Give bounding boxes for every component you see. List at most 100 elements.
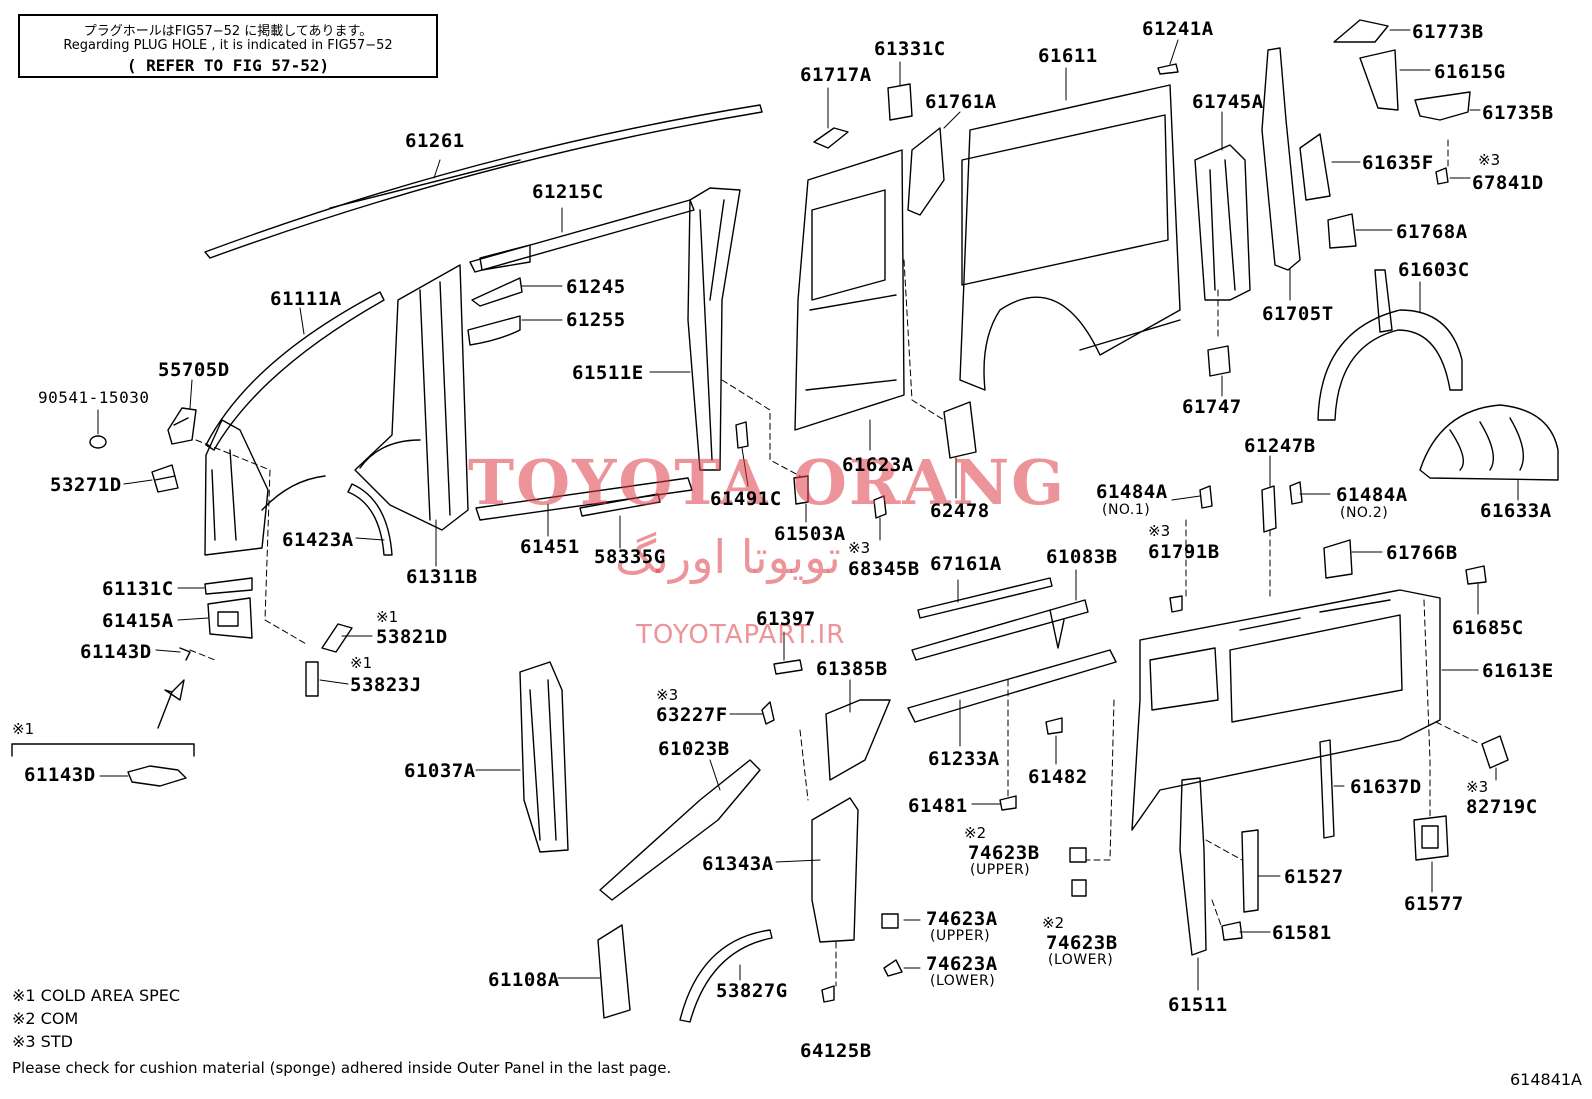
label-61611[interactable]: 61611 (1038, 45, 1098, 67)
label-61415a[interactable]: 61415A (102, 610, 174, 632)
mark-std-82719c: ※3 (1466, 778, 1489, 796)
label-74623a-lower[interactable]: 74623A (926, 953, 998, 975)
part-61745a-drawing (1194, 144, 1251, 301)
part-61143d-drawing (127, 647, 191, 787)
label-67161a[interactable]: 67161A (930, 553, 1002, 575)
watermark-site: TOYOTAPART.IR (636, 620, 846, 650)
label-61685c[interactable]: 61685C (1452, 617, 1524, 639)
label-53821d[interactable]: 53821D (376, 626, 448, 648)
label-61261[interactable]: 61261 (405, 130, 465, 152)
label-61637d[interactable]: 61637D (1350, 776, 1422, 798)
label-61143d-cold[interactable]: 61143D (24, 764, 96, 786)
label-61791b[interactable]: 61791B (1148, 541, 1220, 563)
label-61131c[interactable]: 61131C (102, 578, 174, 600)
part-64125b-drawing (821, 985, 835, 1003)
label-61233a[interactable]: 61233A (928, 748, 1000, 770)
label-61343a[interactable]: 61343A (702, 853, 774, 875)
label-61766b[interactable]: 61766B (1386, 542, 1458, 564)
mark-std-61791b: ※3 (1148, 522, 1171, 540)
label-61761a[interactable]: 61761A (925, 91, 997, 113)
part-61108a-drawing (597, 924, 631, 1019)
label-67841d[interactable]: 67841D (1472, 172, 1544, 194)
part-53271d-drawing (151, 464, 179, 493)
label-61581[interactable]: 61581 (1272, 922, 1332, 944)
label-74623b-upper[interactable]: 74623B (968, 842, 1040, 864)
label-53271d[interactable]: 53271D (50, 474, 122, 496)
label-61247b[interactable]: 61247B (1244, 435, 1316, 457)
part-82719c-drawing (1481, 735, 1509, 769)
part-61717a-drawing (813, 127, 849, 149)
part-61511e-drawing (687, 187, 741, 471)
label-61527[interactable]: 61527 (1284, 866, 1344, 888)
note-line-english: Regarding PLUG HOLE , it is indicated in… (63, 38, 393, 53)
label-58335g[interactable]: 58335G (594, 546, 666, 568)
label-61423a[interactable]: 61423A (282, 529, 354, 551)
label-61717a[interactable]: 61717A (800, 64, 872, 86)
label-61623a[interactable]: 61623A (842, 454, 914, 476)
part-55705d-drawing (167, 407, 197, 445)
label-61245[interactable]: 61245 (566, 276, 626, 298)
label-61255[interactable]: 61255 (566, 309, 626, 331)
label-61503a[interactable]: 61503A (774, 523, 846, 545)
part-61481-drawing (999, 795, 1017, 811)
label-61451[interactable]: 61451 (520, 536, 580, 558)
label-61397[interactable]: 61397 (756, 608, 816, 630)
label-61143d[interactable]: 61143D (80, 641, 152, 663)
label-74623b-lower[interactable]: 74623B (1046, 932, 1118, 954)
label-61108a[interactable]: 61108A (488, 969, 560, 991)
label-55705d[interactable]: 55705D (158, 359, 230, 381)
label-74623a-upper[interactable]: 74623A (926, 908, 998, 930)
label-63227f[interactable]: 63227F (656, 704, 728, 726)
label-61484a-no1[interactable]: 61484A (1096, 481, 1168, 503)
label-53823j[interactable]: 53823J (350, 674, 422, 696)
note-refer-fig: ( REFER TO FIG 57-52) (126, 56, 330, 75)
label-53827g[interactable]: 53827G (716, 980, 788, 1002)
note-line-japanese: プラグホールはFIG57−52 に掲載してあります。 (83, 24, 373, 39)
label-61511e[interactable]: 61511E (572, 362, 644, 384)
label-61603c[interactable]: 61603C (1398, 259, 1470, 281)
label-61615g[interactable]: 61615G (1434, 61, 1506, 83)
label-61484a-no2[interactable]: 61484A (1336, 484, 1408, 506)
label-61037a[interactable]: 61037A (404, 760, 476, 782)
label-61705t[interactable]: 61705T (1262, 303, 1334, 325)
legend-std: ※3 STD (12, 1032, 73, 1051)
label-61577[interactable]: 61577 (1404, 893, 1464, 915)
label-61511[interactable]: 61511 (1168, 994, 1228, 1016)
label-61747[interactable]: 61747 (1182, 396, 1242, 418)
label-61635f[interactable]: 61635F (1362, 152, 1434, 174)
part-61311b-drawing (354, 264, 469, 531)
label-62478[interactable]: 62478 (930, 500, 990, 522)
sub-lower-74623a: (LOWER) (930, 973, 996, 989)
label-61023b[interactable]: 61023B (658, 738, 730, 760)
label-68345b[interactable]: 68345B (848, 558, 920, 580)
part-61255-drawing (467, 315, 521, 346)
mark-com-74623b-lower: ※2 (1042, 914, 1065, 932)
label-61735b[interactable]: 61735B (1482, 102, 1554, 124)
label-61311b[interactable]: 61311B (406, 566, 478, 588)
part-61037a-drawing (519, 661, 569, 853)
label-82719c[interactable]: 82719C (1466, 796, 1538, 818)
sub-lower-74623b: (LOWER) (1048, 952, 1114, 968)
label-64125b[interactable]: 64125B (800, 1040, 872, 1062)
label-61773b[interactable]: 61773B (1412, 21, 1484, 43)
label-61111a[interactable]: 61111A (270, 288, 342, 310)
mark-cold-61143d: ※1 (12, 720, 35, 738)
label-61083b[interactable]: 61083B (1046, 546, 1118, 568)
label-61745a[interactable]: 61745A (1192, 91, 1264, 113)
part-74623a-lower-drawing (883, 959, 903, 977)
label-61491c[interactable]: 61491C (710, 488, 782, 510)
leader-lines (97, 29, 1519, 991)
label-61385b[interactable]: 61385B (816, 658, 888, 680)
label-61241a[interactable]: 61241A (1142, 18, 1214, 40)
label-61482[interactable]: 61482 (1028, 766, 1088, 788)
sub-upper-74623a: (UPPER) (930, 928, 991, 944)
label-61613e[interactable]: 61613E (1482, 660, 1554, 682)
label-61331c[interactable]: 61331C (874, 38, 946, 60)
part-62478-drawing (943, 401, 977, 459)
label-61768a[interactable]: 61768A (1396, 221, 1468, 243)
label-61633a[interactable]: 61633A (1480, 500, 1552, 522)
label-61481[interactable]: 61481 (908, 795, 968, 817)
label-90541-15030[interactable]: 90541-15030 (38, 388, 150, 407)
label-61215c[interactable]: 61215C (532, 181, 604, 203)
part-61397-drawing (773, 659, 803, 675)
